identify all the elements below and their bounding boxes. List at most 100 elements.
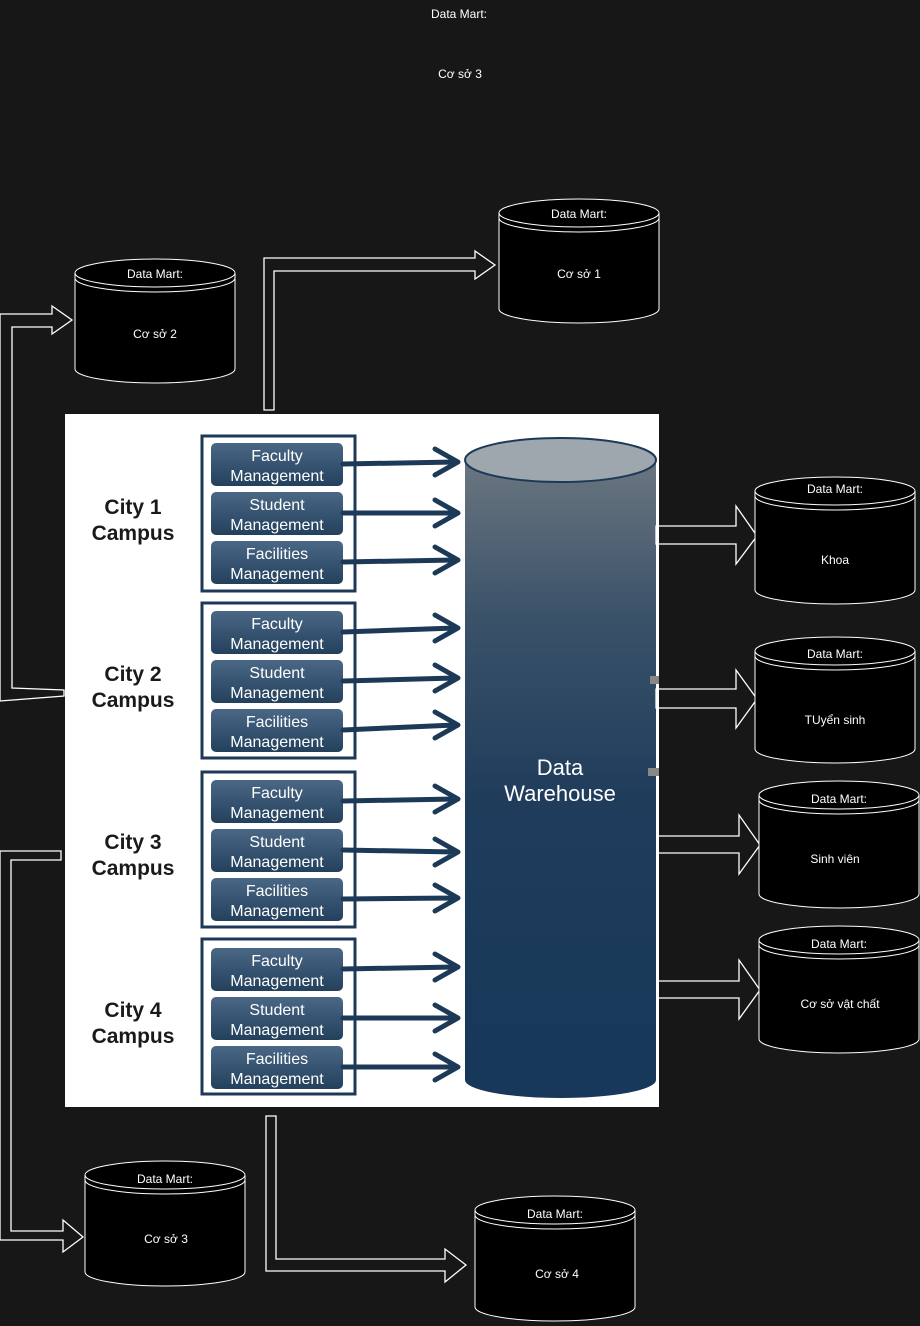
arrow-to-co-so-1 [263, 249, 497, 411]
module-box [211, 611, 343, 654]
module-label-line1: Student [249, 665, 305, 682]
module-label-line2: Management [230, 854, 324, 871]
campus-label-line2: Campus [92, 1025, 175, 1048]
module-box [211, 541, 343, 584]
data-mart-title: Data Mart: [551, 207, 607, 221]
data-mart-title: Data Mart: [807, 647, 863, 661]
module-label-line1: Student [249, 497, 305, 514]
module-label-line1: Facilities [246, 1051, 308, 1068]
data-mart-title: Data Mart: [811, 937, 867, 951]
module-label-line2: Management [230, 468, 324, 485]
flow-arrow [340, 497, 461, 529]
module-label-line2: Management [230, 685, 324, 702]
module-box [211, 492, 343, 535]
data-mart-label: Cơ sở 3 [144, 1232, 188, 1246]
data-mart-title: Data Mart: [811, 792, 867, 806]
data-mart-cylinder: Data Mart: Khoa [754, 476, 916, 605]
data-mart-label: Cơ sở 1 [557, 267, 601, 281]
campus-label-line1: City 4 [104, 999, 162, 1022]
campus-group: City 1 Campus Faculty Management Student… [92, 434, 357, 593]
data-mart-cylinder: Data Mart: Cơ sở 3 [84, 1160, 246, 1287]
module-to-warehouse-arrows [340, 446, 461, 1083]
arrow-to-khoa [655, 503, 758, 566]
module-label-line2: Management [230, 566, 324, 583]
flow-arrow [340, 709, 461, 741]
module-box [211, 997, 343, 1040]
data-mart-cylinder: Data Mart: Sinh viên [758, 780, 920, 909]
connector-mark [650, 676, 659, 684]
campus-label-line2: Campus [92, 857, 175, 880]
arrow-to-co-so-3 [0, 850, 85, 1254]
module-label-line2: Management [230, 973, 324, 990]
data-mart-label: Cơ sở 4 [535, 1267, 579, 1281]
flow-arrow [340, 836, 461, 868]
flow-arrow [340, 1051, 461, 1083]
warehouse-label-line2: Warehouse [504, 781, 616, 806]
module-box [211, 1046, 343, 1089]
arrow-to-co-so-4 [265, 1115, 468, 1284]
module-label-line1: Facilities [246, 714, 308, 731]
flow-arrow [340, 612, 461, 644]
flow-arrow [340, 1002, 461, 1034]
module-label-line1: Facilities [246, 546, 308, 563]
data-mart-cylinder: Data Mart: Cơ sở 1 [498, 198, 660, 324]
module-box [211, 660, 343, 703]
floating-title-co-so-3: Cơ sở 3 [438, 67, 482, 81]
arrow-to-co-so-vat-chat [657, 957, 761, 1022]
campus-label-line1: City 2 [104, 663, 161, 686]
module-label-line1: Faculty [251, 785, 303, 802]
arrow-to-tuyen-sinh [655, 667, 758, 731]
module-box [211, 829, 343, 872]
campus-group: City 4 Campus Faculty Management Student… [92, 937, 357, 1096]
module-box [211, 780, 343, 823]
module-label-line1: Facilities [246, 883, 308, 900]
data-mart-title: Data Mart: [807, 482, 863, 496]
module-label-line1: Student [249, 1002, 305, 1019]
data-mart-cylinder: Data Mart: Cơ sở vật chất [758, 925, 920, 1054]
arrow-to-co-so-2 [0, 304, 74, 702]
data-warehouse-cylinder: Data Warehouse [464, 437, 657, 1098]
data-mart-cylinder: Data Mart: Cơ sở 2 [74, 258, 236, 384]
connector-mark [648, 768, 659, 776]
connector-arrows [0, 249, 761, 1284]
data-mart-label: Khoa [821, 553, 849, 567]
data-mart-title: Data Mart: [127, 267, 183, 281]
module-label-line1: Student [249, 834, 305, 851]
data-mart-label: TUyển sinh [805, 713, 866, 727]
module-box [211, 443, 343, 486]
module-box [211, 948, 343, 991]
module-label-line2: Management [230, 636, 324, 653]
campus-label-line1: City 3 [104, 831, 161, 854]
module-label-line2: Management [230, 734, 324, 751]
flow-arrow [340, 544, 461, 576]
data-mart-cylinder: Data Mart: TUyển sinh [754, 636, 916, 764]
flow-arrow [340, 951, 461, 983]
campus-label-line2: Campus [92, 689, 175, 712]
flow-arrow [340, 446, 461, 478]
flow-arrow [340, 783, 461, 815]
data-mart-label: Cơ sở vật chất [800, 997, 880, 1011]
campus-group: City 2 Campus Faculty Management Student… [92, 601, 357, 760]
data-mart-title: Data Mart: [527, 1207, 583, 1221]
flow-arrow [340, 662, 461, 694]
floating-title-data-mart: Data Mart: [430, 7, 487, 21]
campus-label-line1: City 1 [104, 496, 162, 519]
module-label-line1: Faculty [251, 616, 303, 633]
flow-arrow [340, 882, 461, 914]
module-label-line2: Management [230, 1022, 324, 1039]
warehouse-label-line1: Data [537, 755, 584, 780]
module-label-line2: Management [230, 903, 324, 920]
module-label-line2: Management [230, 805, 324, 822]
module-label-line2: Management [230, 517, 324, 534]
module-box [211, 878, 343, 921]
module-label-line1: Faculty [251, 953, 303, 970]
data-mart-label: Cơ sở 2 [133, 327, 177, 341]
data-mart-cylinder: Data Mart: Cơ sở 4 [474, 1195, 636, 1322]
data-mart-label: Sinh viên [810, 852, 859, 866]
arrow-to-sinh-vien [657, 812, 761, 877]
campus-group: City 3 Campus Faculty Management Student… [92, 770, 357, 929]
module-label-line1: Faculty [251, 448, 303, 465]
module-box [211, 709, 343, 752]
data-mart-title: Data Mart: [137, 1172, 193, 1186]
